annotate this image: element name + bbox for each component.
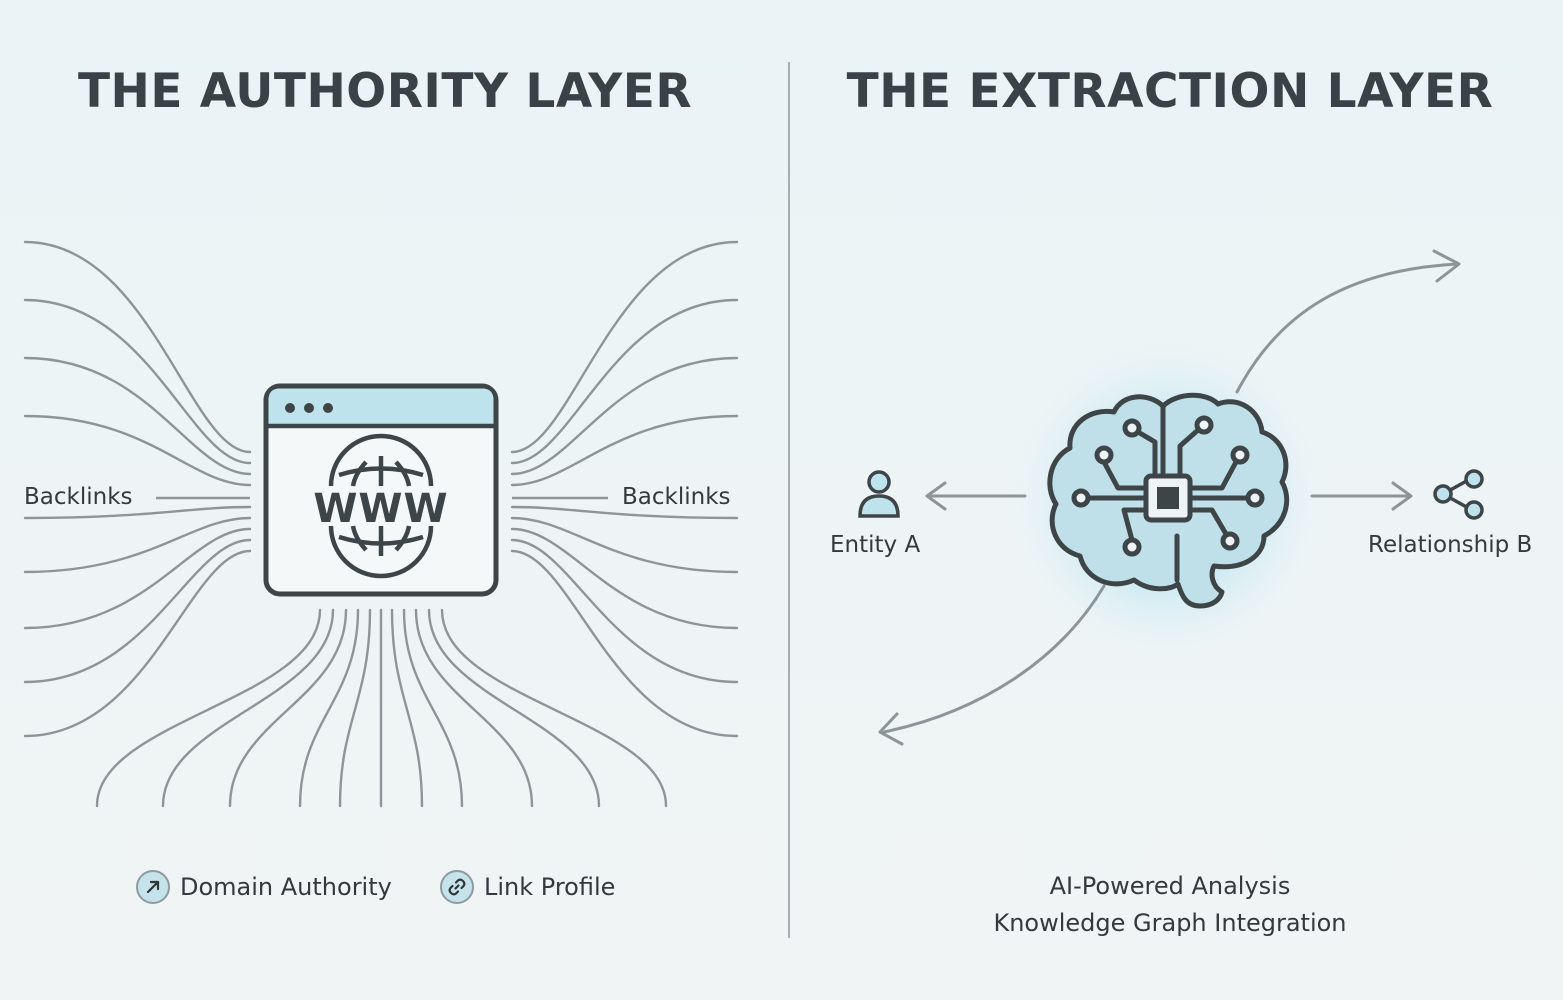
legend-domain-authority-label: Domain Authority — [180, 873, 392, 901]
backlink-line-left — [23, 505, 252, 520]
backlink-line-left — [23, 538, 252, 684]
backlink-line-right — [510, 298, 739, 465]
entity-a-label: Entity A — [830, 532, 921, 558]
backlink-line-bottom — [95, 608, 322, 808]
caption-ai-analysis: AI-Powered Analysis — [1049, 872, 1291, 900]
www-text: WWW — [313, 486, 448, 532]
arrow-bottom-left — [882, 584, 1106, 734]
backlinks-label-right: Backlinks — [622, 484, 731, 510]
backlinks-label-left: Backlinks — [24, 484, 133, 510]
backlink-line-right — [510, 414, 739, 487]
legend-link-profile-label: Link Profile — [484, 873, 616, 901]
browser-www-icon: WWW — [263, 383, 499, 597]
extraction-layer-title: THE EXTRACTION LAYER — [846, 64, 1494, 119]
backlink-line-bottom — [427, 608, 601, 808]
backlink-line-bottom — [228, 608, 348, 808]
legend-link-profile: Link Profile — [440, 868, 615, 906]
caption-knowledge-graph: Knowledge Graph Integration — [993, 909, 1347, 937]
backlink-line-bottom — [161, 608, 335, 808]
authority-layer-title: THE AUTHORITY LAYER — [77, 64, 693, 119]
panel-divider — [788, 62, 790, 938]
backlink-line-bottom — [298, 608, 360, 808]
relationship-b-label: Relationship B — [1368, 532, 1533, 558]
backlink-line-left — [23, 414, 252, 487]
backlink-line-bottom — [402, 608, 464, 808]
backlink-line-right — [510, 356, 739, 476]
backlink-line-left — [23, 516, 252, 574]
backlink-line-left — [23, 240, 252, 454]
share-nodes-icon — [1433, 469, 1484, 520]
arrow-up-right-icon — [136, 870, 170, 904]
backlink-line-left — [23, 549, 252, 738]
backlink-line-right — [510, 505, 739, 520]
authority-diagram: WWW — [23, 240, 739, 808]
backlink-line-left — [23, 527, 252, 630]
brain-chip-icon — [1047, 392, 1290, 609]
backlink-line-left — [23, 298, 252, 465]
backlink-line-bottom — [414, 608, 534, 808]
backlink-line-right — [510, 538, 739, 684]
backlink-line-left — [23, 356, 252, 476]
backlink-line-right — [510, 549, 739, 738]
person-icon — [858, 470, 900, 518]
backlink-line-bottom — [390, 608, 424, 808]
legend-domain-authority: Domain Authority — [136, 868, 392, 906]
backlink-line-right — [510, 240, 739, 454]
link-icon — [440, 870, 474, 904]
backlink-line-right — [510, 516, 739, 574]
arrow-top-right — [1235, 262, 1459, 394]
backlink-lines — [23, 240, 739, 808]
backlink-line-bottom — [338, 608, 372, 808]
backlink-line-bottom — [440, 608, 668, 808]
backlink-line-right — [510, 527, 739, 630]
